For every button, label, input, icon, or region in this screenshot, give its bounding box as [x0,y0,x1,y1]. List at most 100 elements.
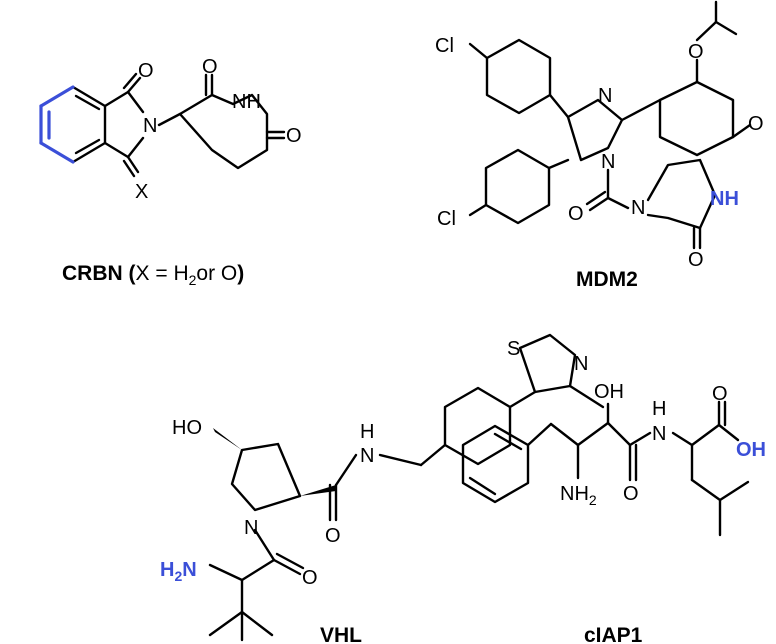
ciap1-atom-o-amide: O [623,483,639,505]
ciap1-acid-oh [717,423,740,442]
crbn-atom-o-glut-right: O [286,125,302,147]
mdm2-imidazoline [566,98,624,162]
ciap1-isobutyl-2 [718,480,750,502]
mdm2-isopropyl [695,20,738,42]
ciap1-phenyl-inner-2 [468,476,497,496]
crbn-link [157,112,182,127]
mdm2-chlorophenyl-bottom [484,148,551,225]
crbn-inner-bond-a [74,94,101,111]
crbn-detail-open: X = H [136,262,189,285]
crbn-imide-ring [103,90,145,114]
crbn-highlight-bond-3 [39,141,75,164]
mdm2-atom-cl-top: Cl [435,35,454,57]
vhl-ch2-nh [378,453,423,467]
crbn-structure: O N NH O O X [39,56,302,203]
mdm2-atom-o-carbonyl: O [568,203,584,225]
mdm2-aryl-link-bottom [547,158,570,170]
vhl-proline [230,442,302,512]
vhl-atom-s: S [507,338,520,360]
ciap1-ca2 [576,421,610,447]
mdm2-atom-n-pip: N [631,197,645,219]
ciap1-atom-n: N [652,423,666,445]
mdm2-atom-nh-pip: NH [710,188,739,210]
mdm2-o-meo-bond [731,123,752,139]
vhl-ch2 [419,443,447,467]
vhl-thiazole-methyl [568,384,605,409]
vhl-tle-co-2 [275,552,305,570]
mdm2-atom-n-imid2: N [601,151,615,173]
ciap1-c-nh [628,431,652,447]
vhl-thiazole-link [508,390,537,409]
crbn-atom-x: X [135,181,148,203]
mdm2-atom-o-meo: O [748,113,764,135]
ciap1-nh-ca [671,431,694,447]
ciap1-ca1 [549,422,580,447]
ciap1-c-co [606,421,632,447]
crbn-cx [126,155,140,174]
mdm2-piperazinone [646,158,717,230]
vhl-wedge-oh [213,428,242,450]
ciap1-caption: cIAP1 [584,624,643,644]
vhl-tle-nh2 [208,563,244,582]
mdm2-c-npip [606,196,630,210]
mdm2-structure: Cl Cl N N O O O N NH O [435,0,764,271]
mdm2-co [588,196,610,212]
crbn-detail-sub: 2 [189,272,197,288]
mdm2-atom-o-iso: O [688,41,704,63]
ciap1-atom-o-acid: O [712,383,728,405]
ciap1-ch2 [526,422,553,447]
mdm2-atom-n-imid: N [598,85,612,107]
ciap1-atom-oh-acid: OH [736,439,766,461]
mdm2-cl-bond-top [468,42,489,60]
ciap1-isobutyl [690,478,722,537]
vhl-caption: VHL [320,624,362,644]
vhl-atom-o-amide: O [325,525,341,547]
ciap1-phenyl [461,424,530,504]
vhl-wedge-pro [300,485,336,496]
mdm2-chlorophenyl-top [485,38,552,115]
vhl-atom-h: H [360,421,374,443]
crbn-glutarimide [178,93,269,170]
vhl-atom-n-pro: N [244,517,258,539]
mdm2-co-2 [585,190,607,206]
vhl-atom-ho: HO [172,417,202,439]
vhl-thiazole [518,333,577,394]
ciap1-atom-nh2: NH2 [560,483,597,508]
crbn-highlight-bond-1 [39,85,75,108]
crbn-co-top [126,76,142,94]
vhl-atom-h2n: H2N [160,559,197,584]
crbn-co-top-2 [122,72,138,90]
crbn-detail-close: or O [196,262,237,285]
crbn-inner-bond-b [74,138,101,155]
mdm2-methoxyaryl [658,80,735,157]
mdm2-atom-cl-bottom: Cl [437,208,456,230]
crbn-cx-2 [122,159,136,178]
mdm2-atom-o-pip: O [688,249,704,271]
vhl-structure: S N HO H N N O H2N O [160,333,605,642]
vhl-atom-o-tle: O [302,567,318,589]
ciap1-ca-cooh [690,423,721,447]
crbn-name: CRBN [62,262,123,285]
mdm2-cl-bond-bottom [468,203,488,217]
crbn-atom-o-top: O [138,60,154,82]
ciap1-atom-oh-top: OH [594,381,624,403]
crbn-atom-n: N [143,115,157,137]
vhl-tle-co [272,558,302,576]
vhl-tle-ca [240,558,276,582]
crbn-atom-nh: NH [232,91,261,113]
crbn-atom-o-glut-top: O [202,56,218,78]
vhl-nh-c [334,453,358,487]
vhl-phenyl [443,386,512,466]
mdm2-caption: MDM2 [576,268,638,291]
ciap1-phenyl-inner-1 [493,432,523,451]
vhl-atom-n-thz: N [574,353,588,375]
crbn-caption: CRBN (X = H2or O) [62,262,244,288]
crbn-benzene-ring [71,85,107,164]
mdm2-aryl-link-right [620,98,662,122]
vhl-n-co [253,528,276,562]
mdm2-aryl-link-top [548,93,570,119]
crbn-imide-ring-2 [103,136,145,159]
ciap1-atom-h: H [652,398,666,420]
ciap1-structure: OH H N O OH NH2 O [461,381,766,537]
